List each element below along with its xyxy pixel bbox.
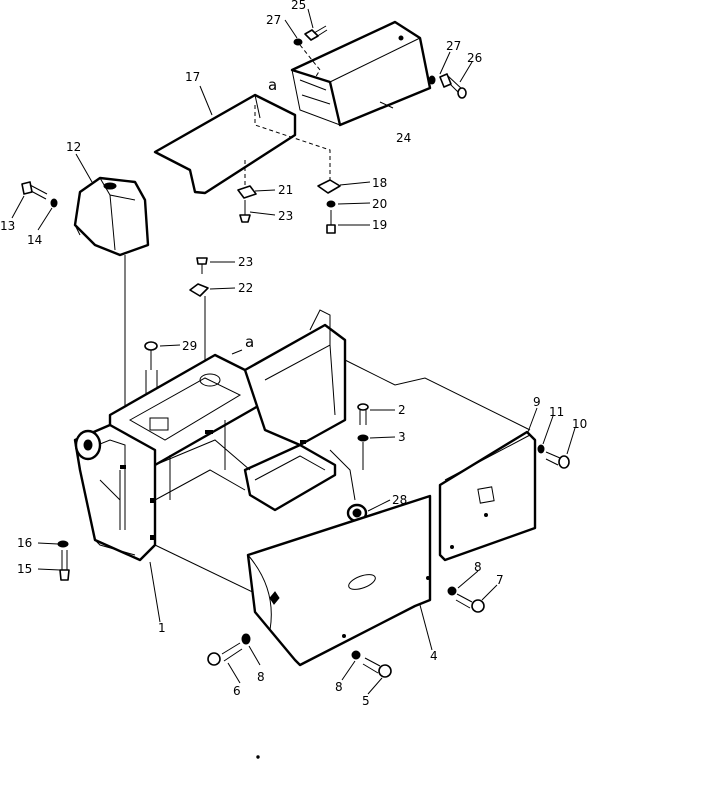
washer-16 — [57, 540, 69, 548]
callout-2: 2 — [398, 403, 406, 417]
callout-10: 10 — [572, 417, 587, 431]
callout-6: 6 — [233, 684, 241, 698]
callout-24: 24 — [396, 131, 411, 145]
guide-25 — [299, 44, 321, 79]
callout-27b: 27 — [446, 39, 461, 53]
bolt-6 — [207, 642, 243, 666]
bolt-19 — [326, 210, 336, 234]
callout-23b: 23 — [238, 255, 253, 269]
guide-17 — [254, 105, 331, 180]
washer-3 — [357, 434, 369, 442]
washer-14 — [50, 198, 58, 208]
callout-18: 18 — [372, 176, 387, 190]
callout-9: 9 — [533, 395, 541, 409]
callout-28: 28 — [392, 493, 407, 507]
guide-panel-9 — [344, 359, 531, 431]
callout-29: 29 — [182, 339, 197, 353]
callout-27a: 27 — [266, 13, 281, 27]
leader-lines — [11, 8, 576, 695]
callout-21: 21 — [278, 183, 293, 197]
nut-22 — [189, 283, 209, 297]
cover-17 — [153, 93, 297, 195]
bolt-26 — [439, 73, 467, 99]
bolt-2 — [357, 403, 369, 425]
callout-13: 13 — [0, 219, 15, 233]
callout-15: 15 — [17, 562, 32, 576]
side-panel-9 — [438, 430, 537, 562]
callout-17: 17 — [185, 70, 200, 84]
callout-7: 7 — [496, 573, 504, 587]
washer-8b — [241, 633, 251, 645]
callout-22: 22 — [238, 281, 253, 295]
callout-8c: 8 — [335, 680, 343, 694]
callout-19: 19 — [372, 218, 387, 232]
washer-11 — [537, 444, 545, 454]
callout-8b: 8 — [257, 670, 265, 684]
stray-mark — [256, 755, 260, 759]
callout-12: 12 — [66, 140, 81, 154]
cap-12 — [73, 176, 150, 257]
cover-24 — [290, 20, 432, 127]
callout-3: 3 — [398, 430, 406, 444]
washer-8c — [351, 650, 361, 660]
bolt-13 — [21, 181, 48, 200]
callout-5: 5 — [362, 694, 370, 708]
bolt-10 — [545, 451, 570, 469]
bracket-18 — [317, 179, 341, 194]
callout-16: 16 — [17, 536, 32, 550]
ref-a-top: a — [268, 76, 277, 94]
washer-20 — [326, 200, 336, 208]
bolt-15 — [59, 550, 70, 581]
callout-25: 25 — [291, 0, 306, 12]
bolt-23b — [196, 257, 208, 274]
callout-labels: 25 27 27 26 a 17 24 12 18 21 20 23 19 13… — [0, 0, 587, 708]
ref-a-mid: a — [245, 333, 254, 351]
callout-26: 26 — [467, 51, 482, 65]
callout-1: 1 — [158, 621, 166, 635]
ref-a-arrow — [231, 349, 243, 355]
callout-11: 11 — [549, 405, 564, 419]
bracket-21 — [237, 185, 257, 199]
bolt-7 — [455, 593, 485, 613]
plug-29 — [144, 341, 158, 370]
guide-grommet — [329, 449, 356, 501]
bolt-25 — [304, 25, 328, 41]
callout-8a: 8 — [474, 560, 482, 574]
main-frame-1 — [73, 309, 347, 562]
callout-4: 4 — [430, 649, 438, 663]
callout-14: 14 — [27, 233, 42, 247]
washer-27a — [293, 38, 303, 46]
cover-4 — [246, 494, 432, 667]
callout-20: 20 — [372, 197, 387, 211]
guide-cover-4-left — [154, 544, 266, 599]
callout-23a: 23 — [278, 209, 293, 223]
bolt-23a — [239, 200, 251, 223]
washer-27b — [428, 75, 436, 85]
washer-8a — [447, 586, 457, 596]
bolt-5 — [362, 657, 392, 678]
